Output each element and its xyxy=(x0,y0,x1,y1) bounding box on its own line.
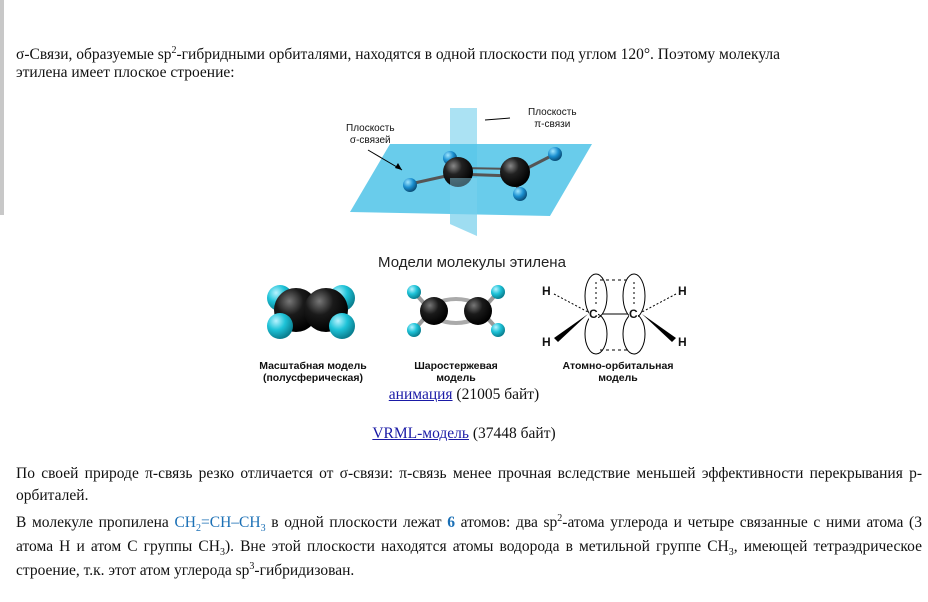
models-title: Модели молекулы этилена xyxy=(378,254,566,271)
atom-count: 6 xyxy=(447,514,455,531)
intro-line-1: σ-Связи, образуемые sp2-гибридными орбит… xyxy=(16,45,781,64)
orbital-atom-H-bottomright: H xyxy=(678,335,687,349)
vrml-size: (37448 байт) xyxy=(472,425,556,442)
animation-size: (21005 байт) xyxy=(456,386,540,403)
propylene-paragraph: В молекуле пропилена CH2=CH–CH3 в одной … xyxy=(16,512,922,579)
animation-link[interactable]: анимация xyxy=(388,386,453,403)
scrollbar[interactable] xyxy=(0,0,4,215)
vrml-link[interactable]: VRML-модель xyxy=(372,425,469,442)
space-filling-model xyxy=(262,282,362,344)
orbital-atom-H-bottomleft: H xyxy=(542,335,551,349)
pi-bond-paragraph: По своей природе π-связь резко отличаетс… xyxy=(16,465,922,504)
orbital-atom-C-right: C xyxy=(629,307,638,321)
orbital-atom-C-left: C xyxy=(589,307,598,321)
orbital-atom-H-topright: H xyxy=(678,284,687,298)
intro-line-2: этилена имеет плоское строение: xyxy=(16,64,235,81)
animation-line: анимация (21005 байт) xyxy=(0,386,928,404)
ethylene-planes-figure xyxy=(340,106,600,246)
orbital-atom-H-topleft: H xyxy=(542,284,551,298)
caption-scale-model: Масштабная модель(полусферическая) xyxy=(259,360,367,384)
propylene-formula: CH2=CH–CH3 xyxy=(174,514,266,535)
ball-stick-model xyxy=(396,282,516,344)
orbital-model xyxy=(540,272,700,356)
vrml-line: VRML-модель (37448 байт) xyxy=(0,425,928,443)
